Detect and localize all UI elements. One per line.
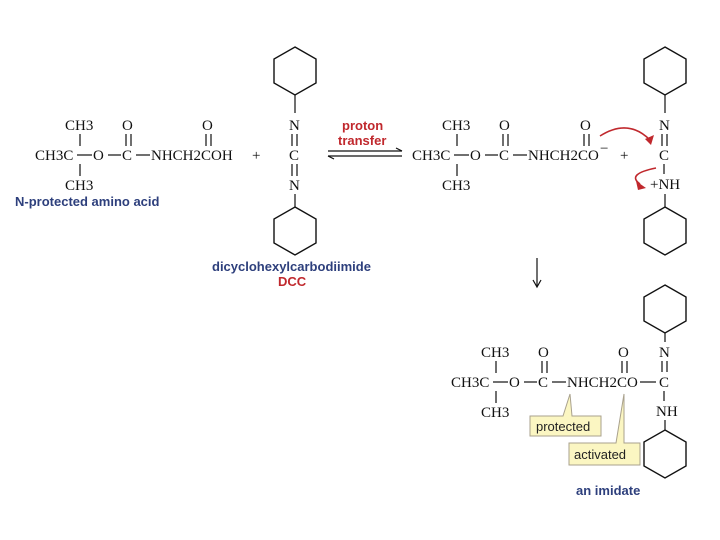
reactant-name: N-protected amino acid [15,194,160,209]
dcc-molecule: N C N dicyclohexylcarbodiimide DCC [212,46,371,289]
product-molecule: N CH3 CH3C O C NHCH2CO C CH3 O O NH prot… [451,284,687,498]
reactant-carbonyl-o1: O [122,118,133,134]
callout-box [529,393,602,437]
product-carbonyl-o1: O [538,345,549,361]
intermediate-carbonyl-o2: O [580,118,591,134]
product-nh: NH [656,404,678,420]
intermediate-chain-left: CH3C [412,148,450,164]
cyclohexyl-ring [643,284,687,334]
product-top-ch3: CH3 [481,345,509,361]
intermediate-bottom-ch3: CH3 [442,178,470,194]
product-chain-o: O [509,375,520,391]
curved-arrowhead [636,181,646,190]
arrow-label-line2: transfer [338,133,386,148]
intermediate-n-top: N [659,118,670,134]
reactant-chain-left: CH3C [35,148,73,164]
cyclohexyl-ring [643,46,687,96]
intermediate-nh-plus: +NH [650,177,680,193]
arrow-label-line1: proton [342,118,383,133]
intermediate-chain-c: C [499,148,509,164]
intermediate-top-ch3: CH3 [442,118,470,134]
intermediate-molecule: CH3 CH3C O C NHCH2CO − CH3 O O + N C +NH [412,46,687,256]
dcc-c-mid: C [289,148,299,164]
product-bottom-ch3: CH3 [481,405,509,421]
callout-activated-text: activated [574,447,626,462]
dcc-abbrev: DCC [278,274,307,289]
reactant-molecule: CH3 CH3C O C NHCH2COH CH3 O O N-protecte… [15,118,233,209]
forward-arrowhead [395,147,403,152]
dcc-name: dicyclohexylcarbodiimide [212,259,371,274]
reactant-chain-c: C [122,148,132,164]
callout-activated: activated [568,393,641,466]
product-carbonyl-o2: O [618,345,629,361]
intermediate-charge: − [600,141,608,157]
cyclohexyl-ring [273,206,317,256]
dcc-n-bottom: N [289,178,300,194]
product-n-top: N [659,345,670,361]
cyclohexyl-ring [643,206,687,256]
product-chain-mid: NHCH2CO [567,375,638,391]
equilibrium-arrow: proton transfer [327,118,403,160]
plus-sign: + [252,148,260,164]
product-chain-left: CH3C [451,375,489,391]
callout-box [568,393,641,466]
reactant-top-ch3: CH3 [65,118,93,134]
curved-arrowhead [645,135,654,145]
curved-arrow [599,127,651,141]
reactant-chain-o: O [93,148,104,164]
intermediate-chain-o: O [470,148,481,164]
product-chain-c2: C [659,375,669,391]
reverse-arrowhead [327,155,335,160]
reactant-carbonyl-o2: O [202,118,213,134]
plus-sign: + [620,148,628,164]
reaction-down-arrow [532,258,542,289]
intermediate-c-mid: C [659,148,669,164]
intermediate-carbonyl-o1: O [499,118,510,134]
product-chain-c: C [538,375,548,391]
product-name: an imidate [576,483,640,498]
dcc-n-top: N [289,118,300,134]
reactant-bottom-ch3: CH3 [65,178,93,194]
reactant-chain-rest: NHCH2COH [151,148,233,164]
callout-protected-text: protected [536,419,590,434]
curved-arrow [634,167,657,185]
cyclohexyl-ring [643,429,687,479]
intermediate-chain-rest: NHCH2CO [528,148,599,164]
callout-protected: protected [529,393,602,437]
down-arrowhead [532,279,542,289]
cyclohexyl-ring [273,46,317,96]
